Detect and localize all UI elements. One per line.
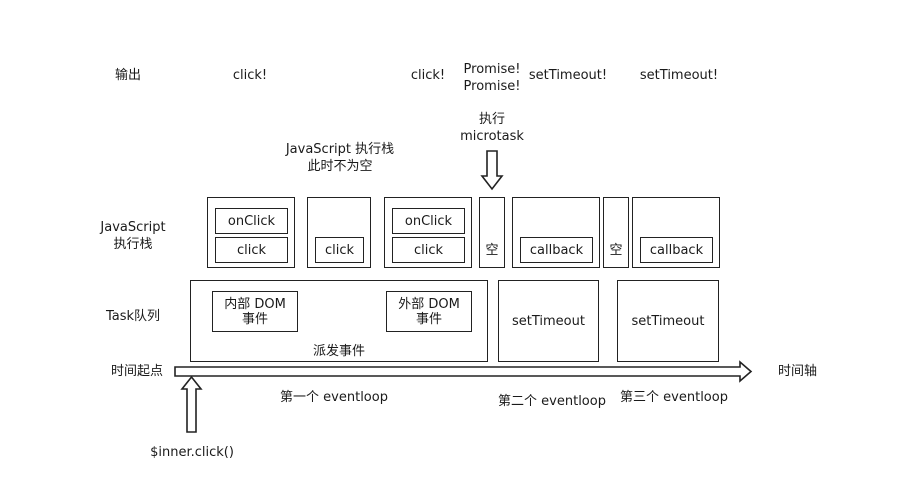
row-label-js-stack: JavaScript 执行栈 <box>100 220 166 252</box>
output-settimeout-1: setTimeout! <box>528 68 608 83</box>
inner-click-call: $inner.click() <box>150 445 234 460</box>
stack-click: click <box>315 237 364 263</box>
timeline-label: 时间轴 <box>778 364 818 379</box>
stack-frame-1: onClick click <box>207 197 295 268</box>
stack-empty-1: 空 <box>479 197 505 268</box>
row-label-task-queue: Task队列 <box>106 309 161 324</box>
empty-label: 空 <box>609 243 623 258</box>
stack-callback: callback <box>520 237 593 263</box>
stack-frame-5: callback <box>632 197 720 268</box>
run-microtask-note: 执行 microtask <box>460 112 524 144</box>
stack-frame-2: click <box>307 197 371 268</box>
task-dispatch-event: 内部 DOM 事件 外部 DOM 事件 派发事件 <box>190 280 488 362</box>
microtask-down-arrow <box>480 150 504 191</box>
inner-click-up-arrow <box>180 375 203 433</box>
task-inner-dom-event: 内部 DOM 事件 <box>212 291 298 332</box>
stack-frame-4: callback <box>512 197 600 268</box>
settimeout-label: setTimeout <box>631 313 705 329</box>
stack-onclick: onClick <box>215 208 288 234</box>
task-settimeout-1: setTimeout <box>498 280 599 362</box>
eventloop-2-label: 第二个 eventloop <box>498 394 606 409</box>
row-label-output: 输出 <box>115 68 142 83</box>
eventloop-3-label: 第三个 eventloop <box>620 390 728 405</box>
dispatch-event-label: 派发事件 <box>312 344 365 359</box>
stack-frame-3: onClick click <box>384 197 472 268</box>
timeline-arrow <box>174 360 753 383</box>
row-label-time-start: 时间起点 <box>111 364 164 379</box>
stack-click: click <box>215 237 288 263</box>
stack-callback: callback <box>640 237 713 263</box>
stack-click: click <box>392 237 465 263</box>
empty-label: 空 <box>485 243 499 258</box>
settimeout-label: setTimeout <box>512 313 585 329</box>
stack-not-empty-note: JavaScript 执行栈 此时不为空 <box>285 142 395 174</box>
output-click-1: click! <box>232 68 268 83</box>
output-click-2: click! <box>410 68 446 83</box>
stack-onclick: onClick <box>392 208 465 234</box>
stack-empty-2: 空 <box>603 197 629 268</box>
task-settimeout-2: setTimeout <box>617 280 719 362</box>
output-settimeout-2: setTimeout! <box>639 68 719 83</box>
eventloop-1-label: 第一个 eventloop <box>280 390 388 405</box>
output-promise: Promise! Promise! <box>463 62 521 94</box>
task-outer-dom-event: 外部 DOM 事件 <box>386 291 472 332</box>
